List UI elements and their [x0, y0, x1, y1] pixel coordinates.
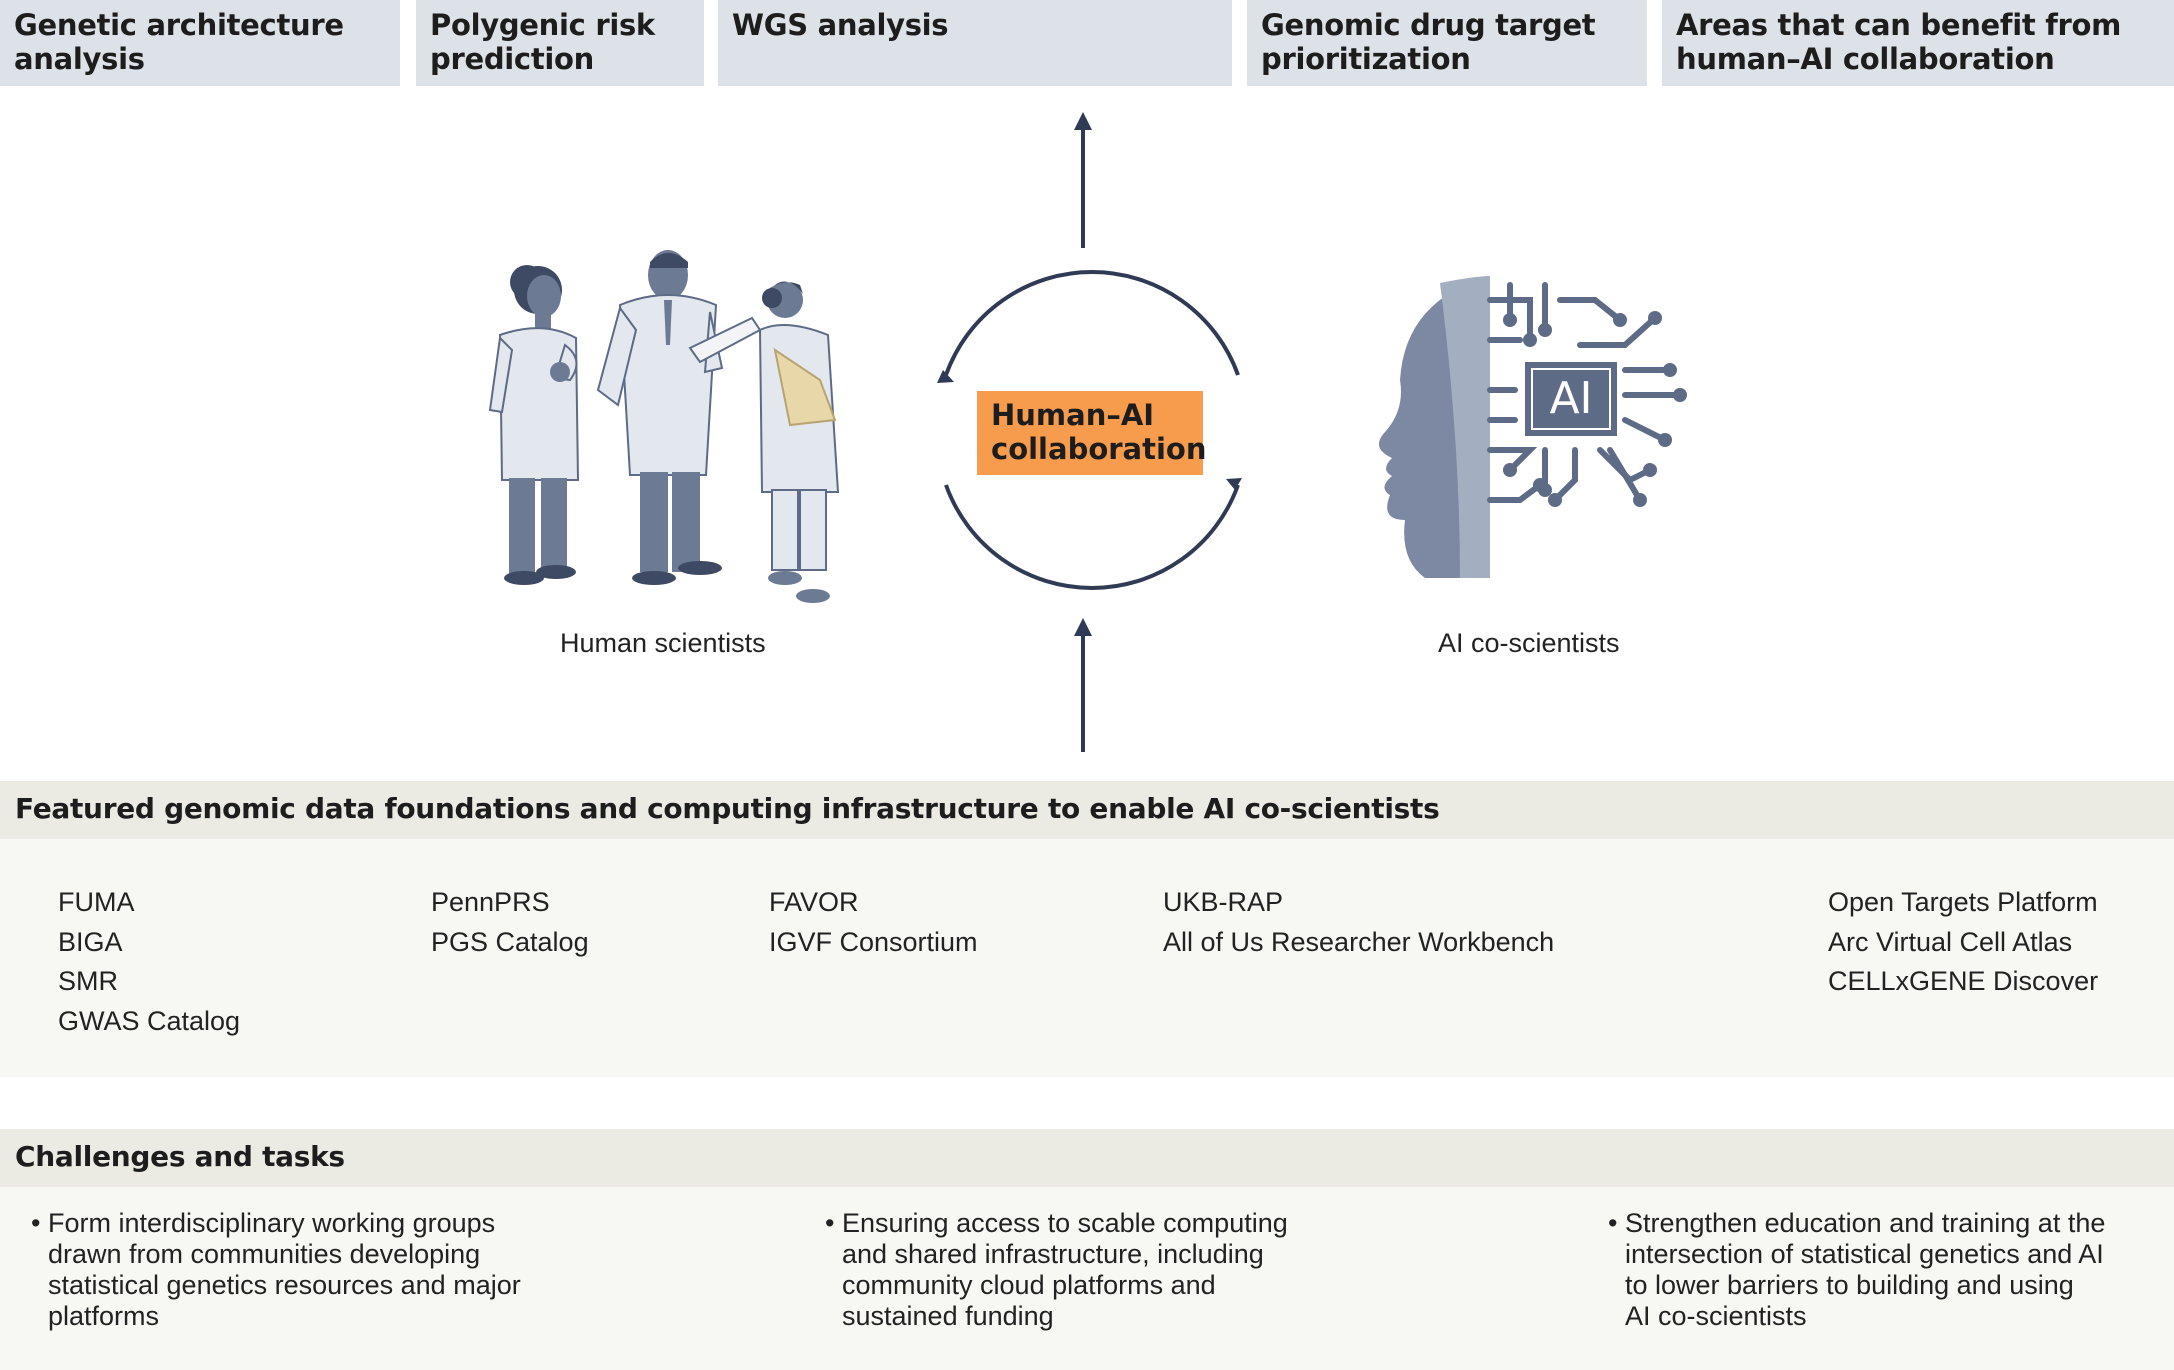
resource-item: PGS Catalog: [431, 926, 589, 957]
foundations-panel: [0, 839, 2174, 1077]
ai-chip-icon: [1525, 362, 1617, 436]
upward-arrow-bottom: [1074, 618, 1092, 752]
resource-item: IGVF Consortium: [769, 926, 978, 957]
upward-arrow-top: [1074, 112, 1092, 248]
human-scientists-icon: [488, 250, 840, 603]
ai-co-scientist-icon: AI: [1378, 276, 1687, 578]
resource-item: FUMA: [58, 887, 135, 917]
collaboration-diagram: AI: [488, 112, 1687, 752]
human-ai-collaboration-label: Human–AI collaboration: [977, 391, 1207, 475]
foundations-column-5: Open Targets Platform Arc Virtual Cell A…: [1828, 883, 2098, 1002]
header-genetic-architecture: Genetic architecture analysis: [0, 0, 400, 86]
ai-chip-label: AI: [1549, 373, 1592, 424]
resource-item: PennPRS: [431, 887, 550, 917]
resource-item: BIGA: [58, 926, 123, 957]
resource-item: CELLxGENE Discover: [1828, 966, 2099, 996]
challenge-item: • Ensuring access to scable computing an…: [825, 1208, 1362, 1332]
resource-item: Open Targets Platform: [1828, 887, 2098, 917]
challenge-text: Ensuring access to scable computing and …: [842, 1208, 1288, 1331]
foundations-column-3: FAVOR IGVF Consortium: [769, 883, 978, 962]
bullet-marker: •: [1608, 1208, 1618, 1238]
challenge-item: • Strengthen education and training at t…: [1608, 1208, 2165, 1332]
resource-item: GWAS Catalog: [58, 1005, 241, 1036]
challenge-text: Strengthen education and training at the…: [1625, 1208, 2106, 1331]
resource-item: UKB-RAP: [1163, 887, 1284, 917]
header-wgs-analysis: WGS analysis: [718, 0, 1232, 86]
ai-co-scientists-caption: AI co-scientists: [1438, 628, 1620, 658]
foundations-column-1: FUMA BIGA SMR GWAS Catalog: [58, 883, 240, 1041]
human-scientists-caption: Human scientists: [560, 628, 766, 658]
bullet-marker: •: [31, 1208, 41, 1238]
cycle-arrows-icon: [937, 270, 1242, 590]
header-areas-benefit: Areas that can benefit from human–AI col…: [1662, 0, 2174, 86]
header-drug-target: Genomic drug target prioritization: [1247, 0, 1647, 86]
scientist-man-center-icon: [596, 250, 762, 585]
resource-item: SMR: [58, 966, 118, 996]
challenges-title: Challenges and tasks: [0, 1129, 2174, 1187]
challenge-item: • Form interdisciplinary working groups …: [31, 1208, 568, 1332]
resource-item: Arc Virtual Cell Atlas: [1828, 926, 2073, 957]
resource-item: All of Us Researcher Workbench: [1163, 926, 1555, 957]
scientist-woman-left-icon: [488, 265, 580, 585]
header-polygenic-risk: Polygenic risk prediction: [416, 0, 704, 86]
foundations-column-4: UKB-RAP All of Us Researcher Workbench: [1163, 883, 1554, 962]
scientist-woman-right-icon: [758, 281, 840, 603]
challenges-panel: [0, 1187, 2174, 1370]
foundations-title: Featured genomic data foundations and co…: [0, 781, 2174, 839]
foundations-column-2: PennPRS PGS Catalog: [431, 883, 589, 962]
resource-item: FAVOR: [769, 887, 859, 917]
challenge-text: Form interdisciplinary working groups dr…: [48, 1208, 521, 1331]
bullet-marker: •: [825, 1208, 835, 1238]
